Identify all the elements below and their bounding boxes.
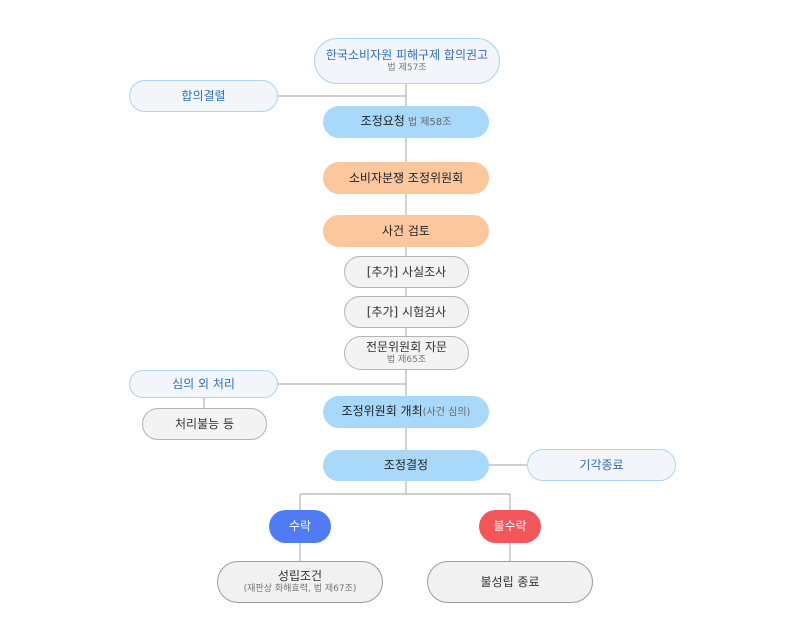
node-unable-to-process: 처리불능 등: [142, 408, 267, 440]
node-accept: 수락: [269, 510, 331, 543]
node-reject-title: 불수락: [493, 519, 527, 533]
node-kca-sub: 법 제57조: [387, 62, 427, 73]
node-test-inspection: [추가] 시험검사: [344, 296, 469, 328]
node-not-established: 불성립 종료: [427, 561, 593, 603]
node-request-sub: 법 제58조: [407, 117, 452, 129]
node-test-title: [추가] 시험검사: [366, 304, 447, 319]
node-outside-handling: 심의 외 처리: [129, 370, 278, 398]
node-decision-title: 조정결정: [383, 458, 429, 472]
node-outside-title: 심의 외 처리: [172, 376, 235, 391]
node-dispute-committee: 소비자분쟁 조정위원회: [323, 162, 489, 194]
node-dismiss-title: 기각종료: [579, 457, 624, 472]
node-request-title: 조정요청: [360, 114, 405, 129]
node-accept-title: 수락: [288, 519, 312, 533]
node-review-title: 사건 검토: [382, 223, 430, 238]
node-expert-sub: 법 제65조: [386, 354, 427, 365]
node-established-sub: (재판상 화해효력, 법 제67조): [243, 583, 357, 594]
node-mediation-decision: 조정결정: [323, 450, 489, 481]
node-agreement-failed: 합의결렬: [129, 80, 278, 112]
node-reject: 불수락: [479, 510, 541, 543]
node-expert-title: 전문위원회 자문: [365, 339, 448, 354]
node-agreement-title: 합의결렬: [181, 88, 226, 103]
node-mediation-request: 조정요청 법 제58조: [323, 106, 489, 138]
node-expert-advice: 전문위원회 자문 법 제65조: [344, 336, 469, 370]
node-kca-mediation: 한국소비자원 피해구제 합의권고 법 제57조: [314, 38, 500, 84]
node-failed-title: 불성립 종료: [480, 574, 540, 589]
node-committee-title: 소비자분쟁 조정위원회: [348, 170, 464, 185]
node-fact-title: [추가] 사실조사: [366, 264, 447, 279]
node-unable-title: 처리불능 등: [174, 416, 234, 431]
node-meeting-sub: (사건 심의): [422, 407, 471, 419]
node-established: 성립조건 (재판상 화해효력, 법 제67조): [217, 561, 383, 603]
node-fact-investigation: [추가] 사실조사: [344, 256, 469, 288]
node-case-review: 사건 검토: [323, 215, 489, 247]
node-meeting-title: 조정위원회 개최: [341, 404, 423, 419]
node-kca-title: 한국소비자원 피해구제 합의권고: [325, 47, 489, 62]
node-dismissal: 기각종료: [527, 449, 676, 481]
node-committee-meeting: 조정위원회 개최 (사건 심의): [323, 396, 489, 428]
node-established-title: 성립조건: [277, 568, 323, 583]
